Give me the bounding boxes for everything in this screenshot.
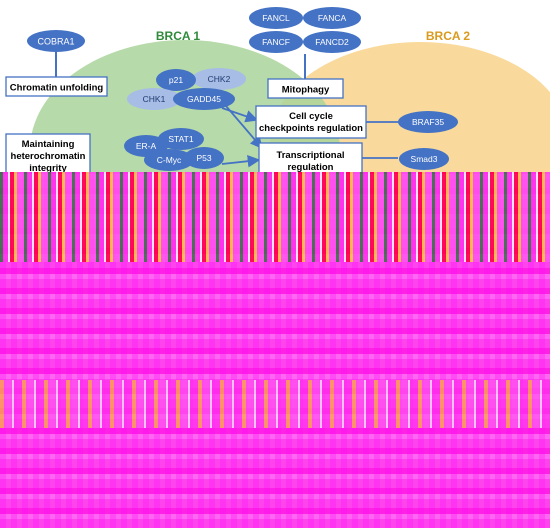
- chk2-label: CHK2: [208, 74, 231, 84]
- fancd2-node: [303, 31, 361, 53]
- cell-cycle-label-1: Cell cycle: [289, 111, 333, 122]
- corrupted-band-top: [0, 172, 550, 262]
- gadd45-to-transcription-arrow: [225, 105, 263, 149]
- gadd45-label: GADD45: [187, 94, 221, 104]
- fancl-node: [249, 7, 303, 29]
- mitophagy-label: Mitophagy: [282, 85, 330, 96]
- fancl-label: FANCL: [262, 13, 290, 23]
- transcription-label-1: Transcriptional: [276, 150, 344, 161]
- p21-label: p21: [169, 75, 183, 85]
- p53-node: [184, 147, 224, 169]
- transcription-label-2: regulation: [288, 162, 334, 173]
- transcription-box: [258, 142, 363, 178]
- mitophagy-box: [267, 78, 344, 99]
- cmyc-label: C-Myc: [157, 155, 182, 165]
- cobra1-label: COBRA1: [37, 37, 74, 47]
- fancf-label: FANCF: [262, 37, 290, 47]
- braf35-node: [398, 111, 458, 133]
- tf-to-transcription-arrow: [221, 154, 261, 168]
- p53-label: P53: [196, 153, 211, 163]
- chromatin-unfolding-box: [5, 76, 108, 97]
- fanca-node: [303, 7, 361, 29]
- fanca-label: FANCA: [318, 13, 347, 23]
- brca2-title: BRCA 2: [426, 29, 471, 43]
- stat1-label: STAT1: [168, 134, 193, 144]
- maintaining-label-2: heterochromatin: [11, 151, 86, 162]
- cell-cycle-label-2: checkpoints regulation: [259, 123, 363, 134]
- maintaining-box: [5, 133, 91, 179]
- era-label: ER-A: [136, 141, 157, 151]
- corrupted-band-lower: [0, 380, 550, 428]
- p21-node: [156, 69, 196, 91]
- brca1-title: BRCA 1: [156, 29, 201, 43]
- cmyc-node: [144, 149, 194, 171]
- braf35-label: BRAF35: [412, 117, 444, 127]
- stat1-node: [158, 128, 204, 150]
- maintaining-label-1: Maintaining: [22, 139, 75, 150]
- fancd2-label: FANCD2: [315, 37, 349, 47]
- fancf-node: [249, 31, 303, 53]
- smad3-label: Smad3: [411, 154, 438, 164]
- chk1-node: [127, 88, 181, 110]
- gadd45-to-cellcycle-arrow: [221, 107, 259, 123]
- smad3-node: [399, 148, 449, 170]
- cobra1-node: [27, 30, 85, 52]
- chromatin-unfolding-label: Chromatin unfolding: [10, 83, 104, 94]
- gadd45-node: [173, 88, 235, 110]
- chk1-label: CHK1: [143, 94, 166, 104]
- maintaining-label-3: integrity: [29, 163, 67, 174]
- chk2-node: [192, 68, 246, 90]
